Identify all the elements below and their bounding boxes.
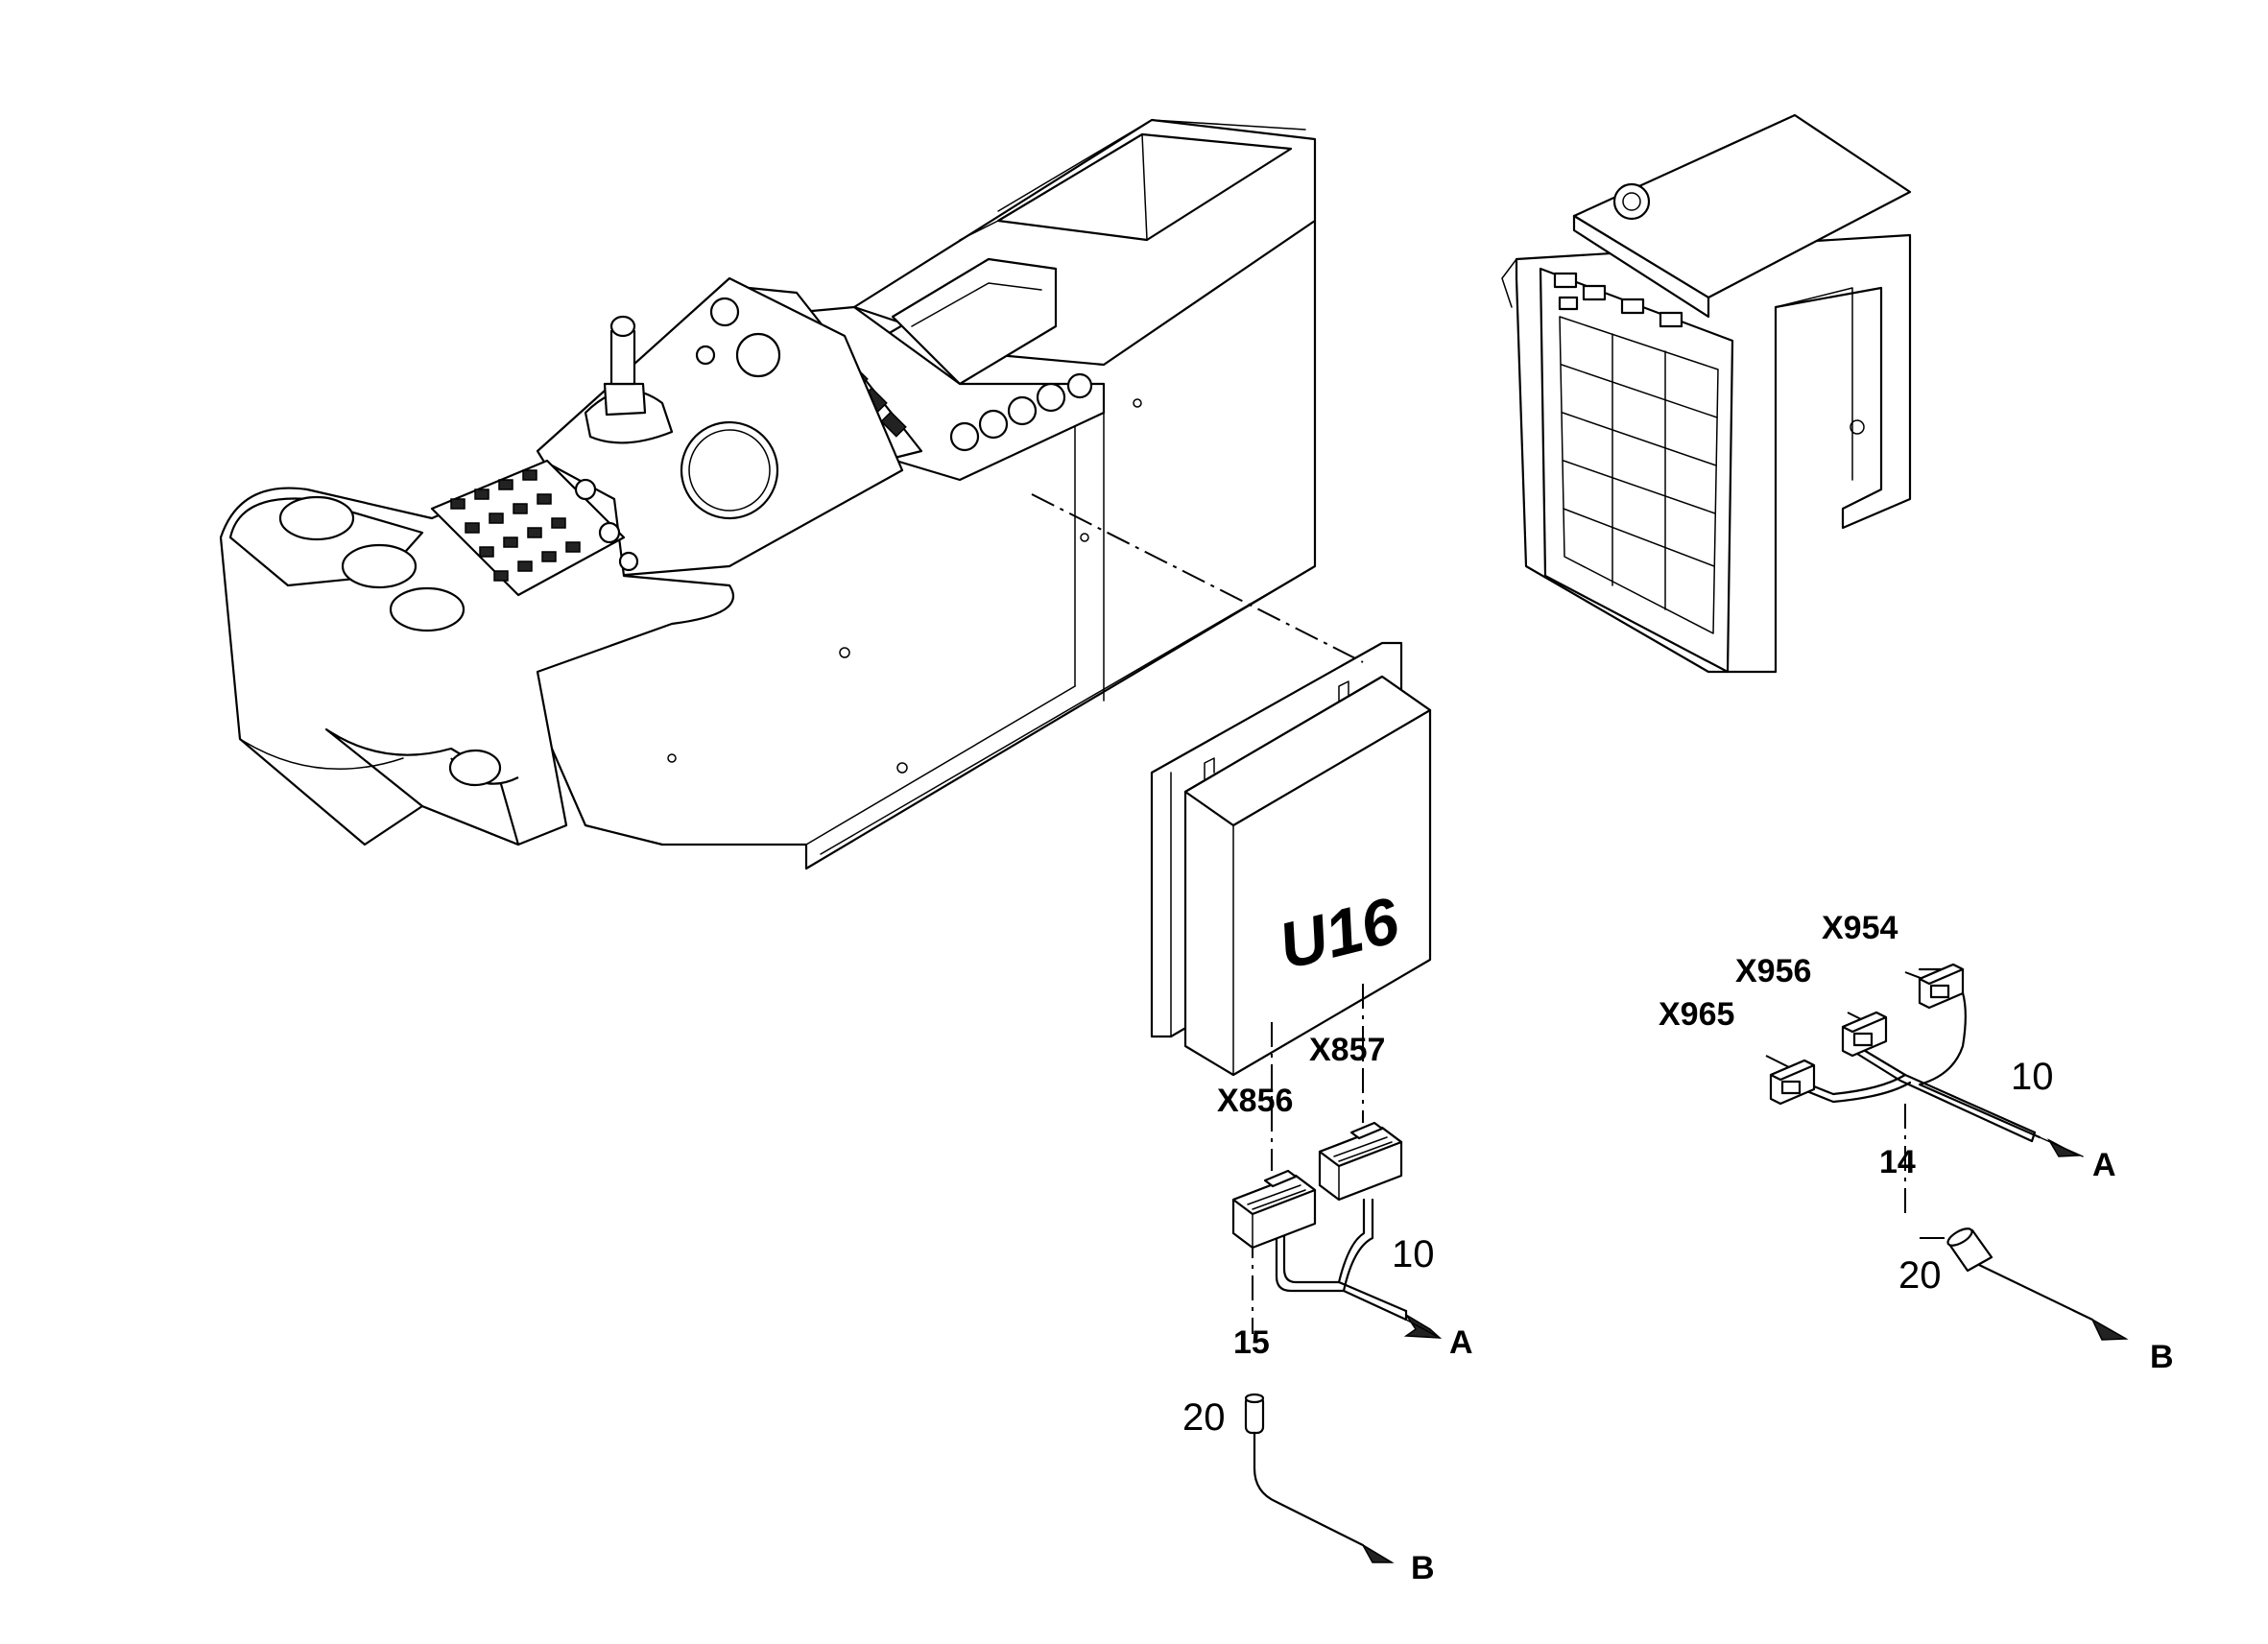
label-x965: X965 [1659, 996, 1734, 1033]
connector-plug-icon-x956 [1841, 1011, 1888, 1058]
label-x856: X856 [1217, 1083, 1293, 1119]
control-unit-box: U16 [1150, 641, 1432, 1077]
switch-panel [430, 459, 639, 597]
gauge-row-upper [949, 372, 1093, 452]
cap-right [1946, 1227, 1993, 1273]
label-b-right: B [2150, 1339, 2174, 1375]
label-a-left: A [1449, 1324, 1473, 1361]
connector-plug-icon-x954 [1918, 963, 1965, 1010]
harness-left [1231, 1121, 1443, 1563]
callout-labels: X857 X856 10 15 20 A B X954 X956 X965 10… [1182, 910, 2174, 1586]
arrow-right-icon-a-left [1403, 1314, 1443, 1339]
connector-plug-icon-x965 [1769, 1059, 1816, 1106]
joystick [584, 315, 674, 444]
connector-plug-icon-x857 [1318, 1121, 1403, 1202]
label-a-right: A [2092, 1147, 2116, 1183]
label-x857: X857 [1309, 1032, 1385, 1068]
connector-plug-icon-x856 [1231, 1169, 1317, 1250]
label-harness-left: 10 [1392, 1233, 1435, 1275]
label-x954: X954 [1822, 910, 1898, 946]
harness-right [1769, 963, 2129, 1341]
label-harness-right: 10 [2011, 1056, 2054, 1098]
dash-gauges [278, 495, 502, 787]
grid-cells [1559, 316, 1719, 634]
label-cap-left: 20 [1182, 1396, 1226, 1439]
label-ref-15: 15 [1233, 1324, 1270, 1361]
label-ref-14: 14 [1879, 1144, 1916, 1180]
operator-console-illustration [219, 118, 1317, 870]
label-b-left: B [1411, 1550, 1435, 1586]
relay-panel-illustration [1501, 113, 1912, 674]
label-cap-right: 20 [1898, 1254, 1942, 1297]
label-x956: X956 [1735, 953, 1811, 989]
